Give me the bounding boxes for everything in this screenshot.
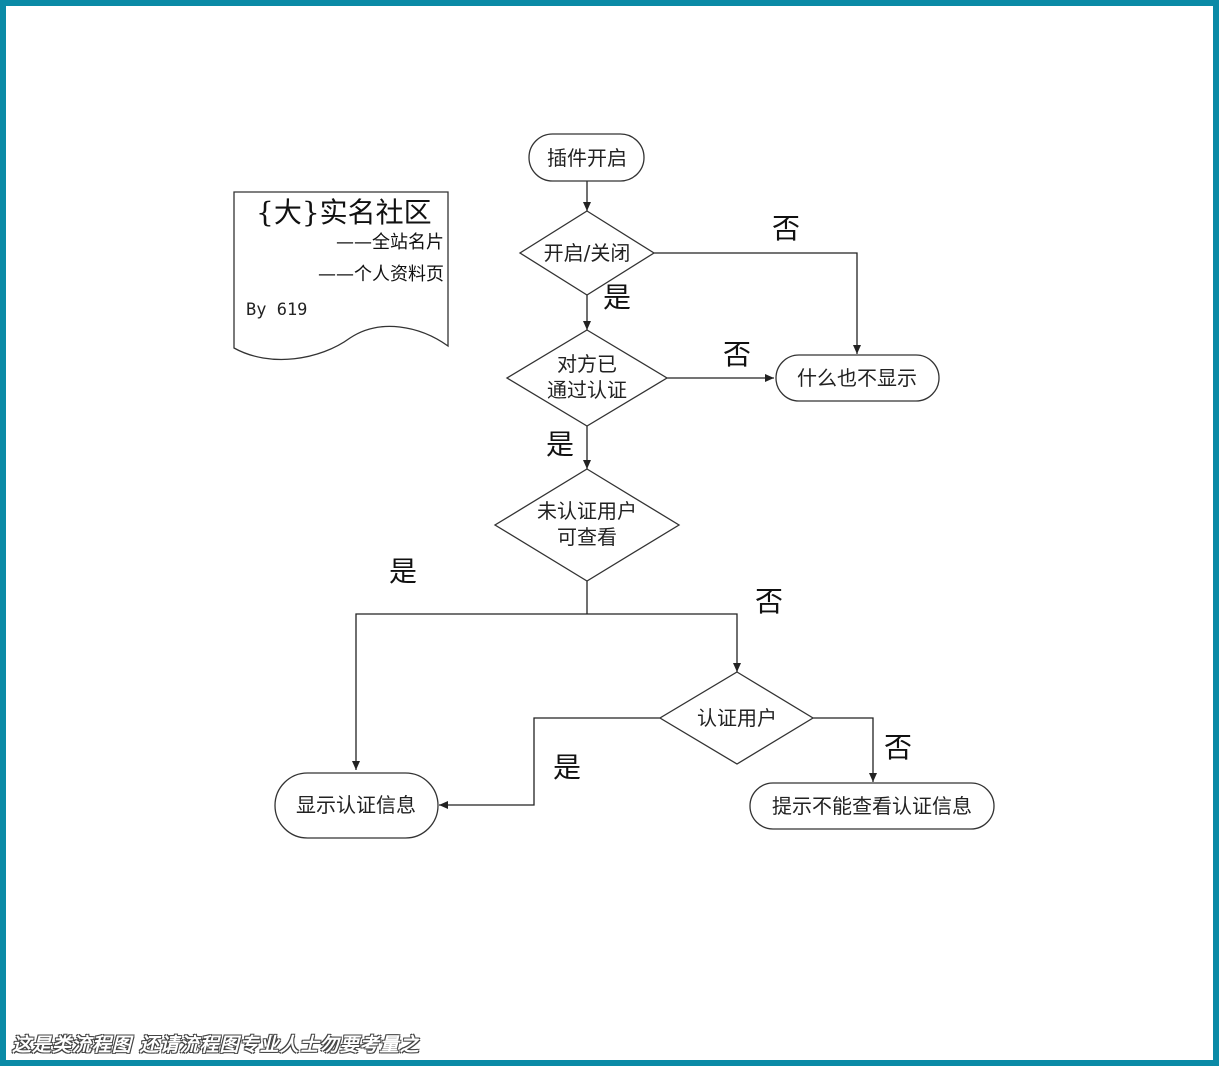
footer-caption: 这是类流程图 还请流程图专业人士勿要考量之 — [12, 1034, 420, 1056]
node-cannot-view: 提示不能查看认证信息 — [749, 782, 995, 830]
document-line1: ——全站名片 — [336, 232, 444, 253]
decision-verified-user: 认证用户 — [658, 671, 815, 765]
node-show-nothing-label: 什么也不显示 — [797, 366, 917, 390]
decision-verified-line2: 通过认证 — [547, 378, 627, 402]
label-unverified-no: 否 — [755, 585, 783, 618]
edge-verified-user-yes — [439, 717, 660, 809]
edge-unverified-no — [587, 613, 741, 672]
decision-unverified-view: 未认证用户 可查看 — [493, 468, 681, 582]
edge-verified-user-no — [813, 717, 877, 782]
node-start: 插件开启 — [528, 133, 645, 182]
decision-unverified-line1: 未认证用户 — [537, 499, 637, 523]
label-verified-yes: 是 — [546, 428, 574, 461]
label-toggle-yes: 是 — [603, 281, 631, 314]
decision-unverified-line2: 可查看 — [557, 525, 617, 549]
label-unverified-yes: 是 — [389, 555, 417, 588]
decision-toggle: 开启/关闭 — [518, 210, 656, 296]
edge-unverified-yes — [352, 613, 587, 770]
document-title: {大}实名社区 — [256, 196, 432, 229]
document-line2: ——个人资料页 — [318, 264, 444, 285]
node-show-nothing: 什么也不显示 — [775, 354, 940, 402]
decision-verified-line1: 对方已 — [557, 352, 617, 376]
label-verified-user-no: 否 — [884, 731, 912, 764]
document-author: By 619 — [246, 300, 307, 320]
label-verified-no: 否 — [723, 338, 751, 371]
node-start-label: 插件开启 — [547, 146, 627, 170]
label-verified-user-yes: 是 — [553, 751, 581, 784]
node-show-info: 显示认证信息 — [274, 772, 439, 839]
label-toggle-no: 否 — [772, 212, 800, 245]
decision-verified: 对方已 通过认证 — [505, 329, 669, 427]
node-show-info-label: 显示认证信息 — [296, 793, 416, 817]
edge-toggle-no — [654, 252, 861, 354]
decision-verified-user-label: 认证用户 — [697, 706, 777, 730]
decision-toggle-label: 开启/关闭 — [544, 241, 631, 265]
document-note: {大}实名社区 ——全站名片 ——个人资料页 By 619 — [233, 191, 449, 361]
node-cannot-view-label: 提示不能查看认证信息 — [772, 794, 972, 818]
